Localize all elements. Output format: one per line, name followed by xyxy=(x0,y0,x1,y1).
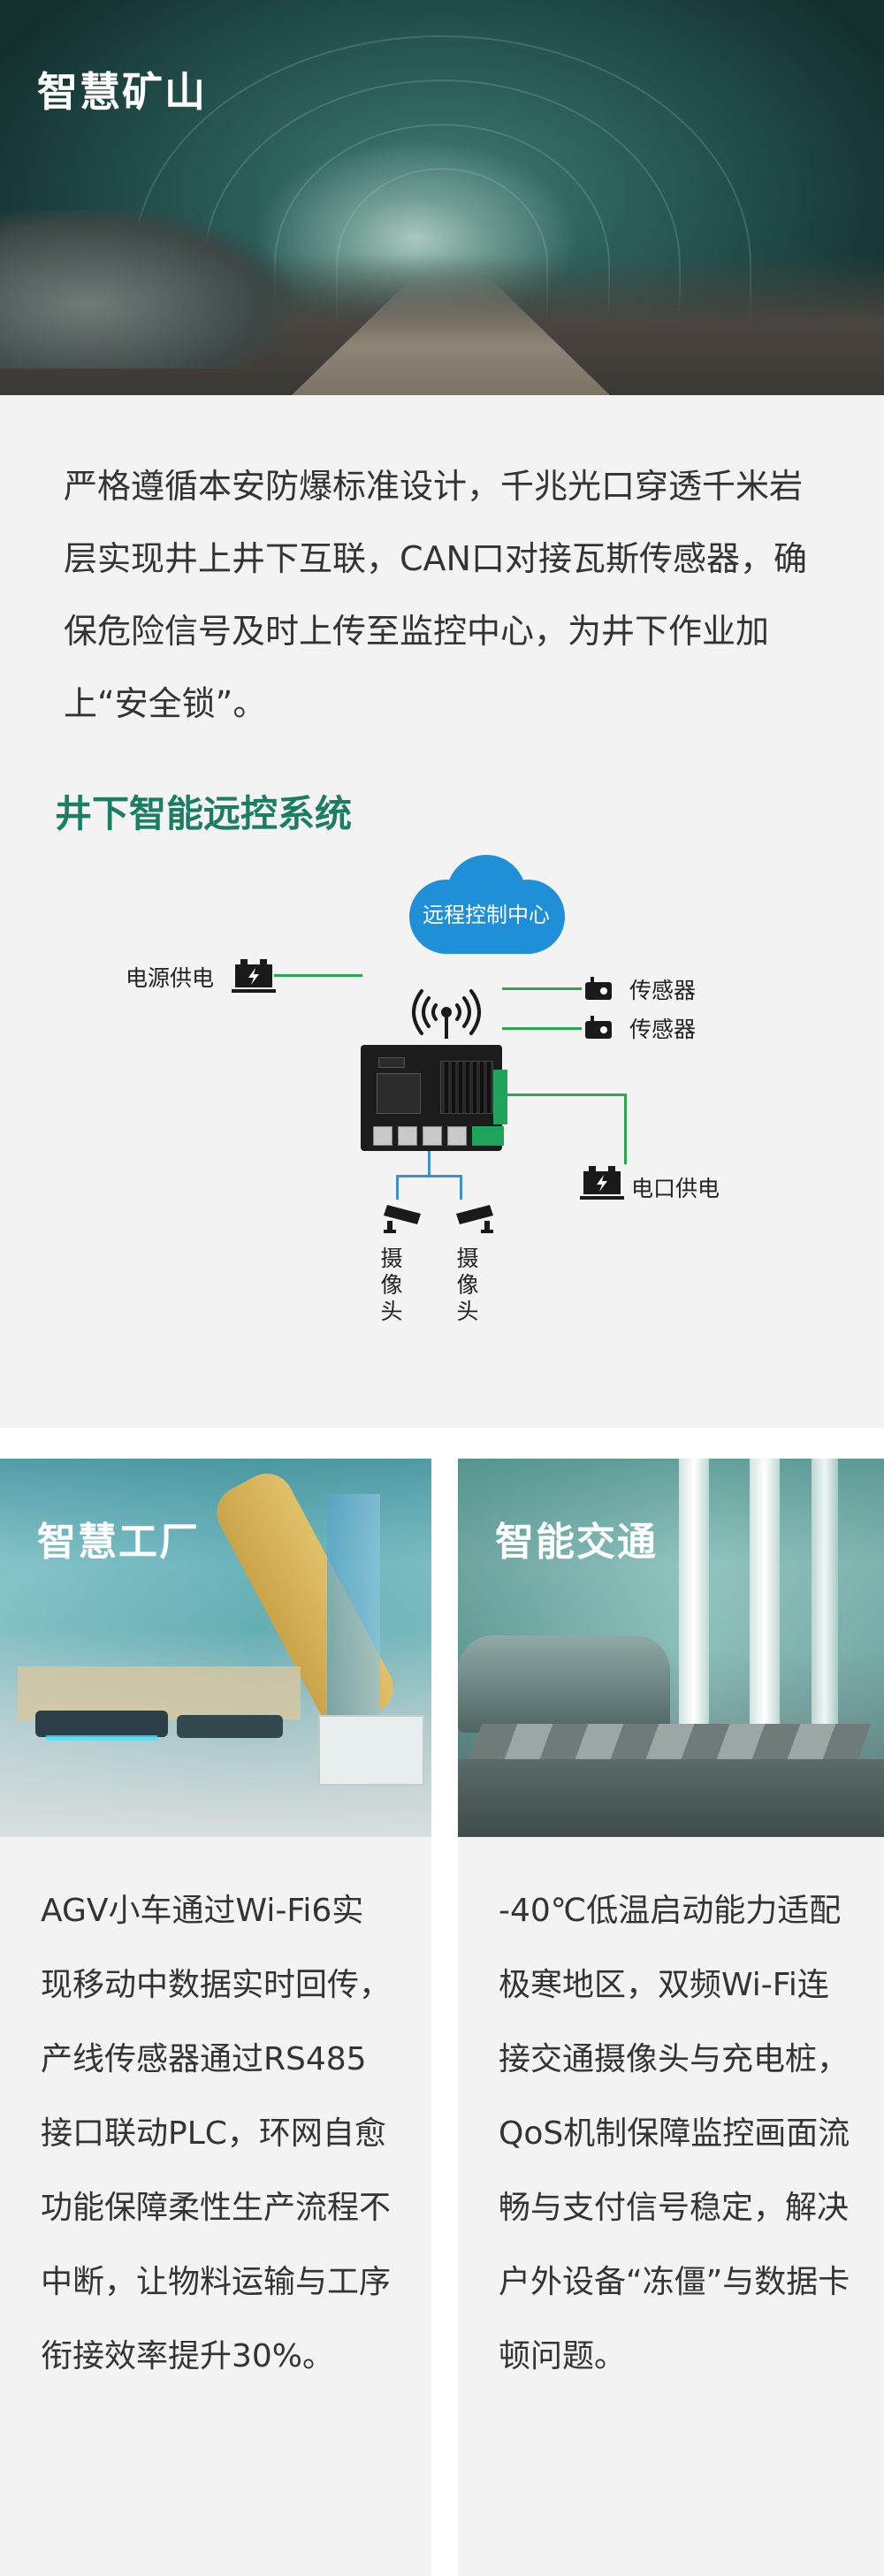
remote-control-diagram: 远程控制中心 xyxy=(0,855,884,1385)
traffic-card: 智能交通 -40℃低温启动能力适配极寒地区，双频Wi-Fi连接交通摄像头与充电桩… xyxy=(458,1459,884,2576)
camera-label-2: 摄 像 头 xyxy=(456,1246,479,1324)
cloud-icon xyxy=(409,855,565,954)
port-power-wire-down xyxy=(624,1094,627,1164)
port-power-wire xyxy=(502,1094,626,1096)
power-wire xyxy=(274,974,362,977)
machine xyxy=(318,1715,424,1786)
factory-image xyxy=(0,1459,431,1837)
factory-description: AGV小车通过Wi-Fi6实现移动中数据实时回传，产线传感器通过RS485接口联… xyxy=(41,1893,392,2374)
mining-section: 严格遵循本安防爆标准设计，千兆光口穿透千米岩层实现井上井下互联，CAN口对接瓦斯… xyxy=(0,395,884,1428)
board-port xyxy=(373,1126,392,1146)
sensor-icon xyxy=(585,977,612,1000)
camera-label-1: 摄 像 头 xyxy=(380,1246,403,1324)
cloud-label: 远程控制中心 xyxy=(423,903,550,927)
parking-stops xyxy=(469,1724,872,1759)
industrial-board xyxy=(361,1045,507,1151)
tunnel-rocks xyxy=(0,210,292,369)
port-power-label: 电口供电 xyxy=(631,1176,720,1201)
mining-title: 智慧矿山 xyxy=(37,68,207,116)
sensor-wire-1 xyxy=(502,987,582,990)
camera-icon xyxy=(384,1205,421,1233)
board-port xyxy=(398,1126,417,1146)
ground xyxy=(458,1759,884,1837)
agv-cart xyxy=(177,1715,283,1738)
board-heatsink xyxy=(440,1061,493,1114)
battery-icon xyxy=(580,1166,624,1200)
traffic-description: -40℃低温启动能力适配极寒地区，双频Wi-Fi连接交通摄像头与充电桩，QoS机… xyxy=(499,1893,850,2374)
board-port xyxy=(423,1126,442,1146)
wifi-icon xyxy=(412,989,481,1039)
camera-icon xyxy=(456,1205,493,1233)
mining-subtitle: 井下智能远控系统 xyxy=(55,792,353,835)
camera-wire-bar xyxy=(396,1175,461,1177)
camera-wire-right xyxy=(460,1175,462,1200)
camera-wire-stem xyxy=(428,1151,431,1176)
sensor-icon xyxy=(585,1016,612,1039)
power-label: 电源供电 xyxy=(126,965,215,991)
factory-card: 智慧工厂 AGV小车通过Wi-Fi6实现移动中数据实时回传，产线传感器通过RS4… xyxy=(0,1459,431,2576)
mining-hero-image: 智慧矿山 xyxy=(0,0,884,395)
sensor-wire-2 xyxy=(502,1027,582,1030)
sensor-label-2: 传感器 xyxy=(629,1017,697,1042)
battery-icon xyxy=(232,959,276,993)
factory-title: 智慧工厂 xyxy=(37,1520,200,1565)
traffic-title: 智能交通 xyxy=(495,1520,658,1565)
board-terminal xyxy=(472,1126,504,1146)
board-chip xyxy=(377,1073,421,1114)
parked-car xyxy=(458,1635,670,1733)
board-chip xyxy=(378,1057,405,1068)
board-port xyxy=(447,1126,467,1146)
board-terminal xyxy=(493,1070,507,1124)
traffic-image xyxy=(458,1459,884,1837)
camera-wire-left xyxy=(396,1175,399,1200)
sensor-label-1: 传感器 xyxy=(629,978,697,1003)
agv-cart xyxy=(35,1711,168,1737)
mining-description: 严格遵循本安防爆标准设计，千兆光口穿透千米岩层实现井上井下互联，CAN口对接瓦斯… xyxy=(64,467,807,723)
